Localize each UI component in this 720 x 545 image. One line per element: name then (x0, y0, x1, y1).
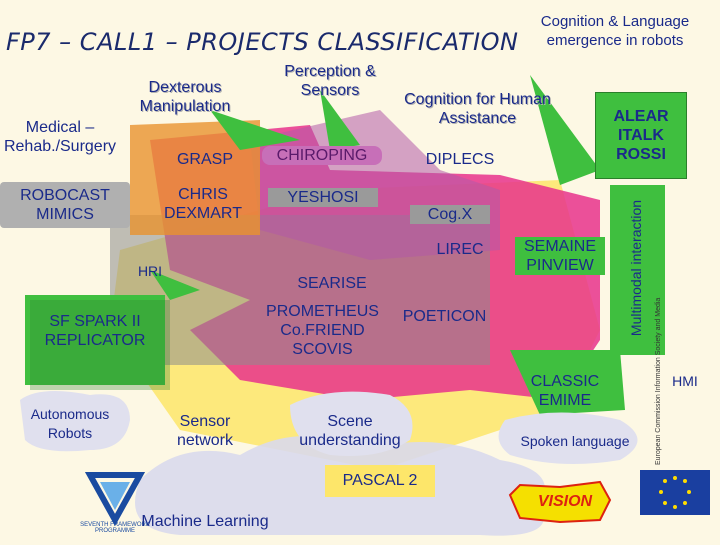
pascal-box (325, 465, 435, 497)
label-spoken-language: Spoken language (520, 433, 630, 449)
project-robocast-mimics: ROBOCAST MIMICS (0, 182, 130, 228)
project-classic-emime: CLASSIC EMIME (530, 373, 600, 409)
project-cogx: Cog.X (410, 205, 490, 224)
project-pascal-2: PASCAL 2 (342, 472, 418, 489)
project-diplecs: DIPLECS (425, 151, 495, 168)
page-title: FP7 – CALL1 – PROJECTS CLASSIFICATION (6, 28, 519, 56)
green-bar (610, 185, 665, 355)
fp7-logo: SEVENTH FRAMEWORK PROGRAMME (80, 470, 150, 540)
project-grasp: GRASP (176, 151, 233, 168)
project-prometheus-cofriend-scovis: PROMETHEUS Co.FRIEND SCOVIS (266, 303, 379, 358)
cloud-autonomous (20, 391, 130, 452)
green-box-sf (25, 295, 165, 385)
sf-shadow (30, 300, 170, 390)
orange-area (130, 120, 260, 235)
label-medical-rehab-surgery: Medical – Rehab./Surgery (3, 119, 117, 155)
label-dexterous-manipulation: Dexterous Manipulation (139, 79, 231, 115)
project-alear-italk-rossi: ALEAR ITALK ROSSI (595, 92, 687, 179)
vision-logo-shape (508, 480, 612, 524)
label-cognition-language-emergence: Cognition & Language emergence in robots (540, 13, 690, 49)
project-lirec: LIREC (436, 241, 484, 258)
project-poeticon: POETICON (402, 308, 487, 325)
label-autonomous-robots: Autonomous Robots (30, 406, 110, 441)
green-callout-cognition (530, 75, 600, 185)
project-chiroping: CHIROPING (262, 146, 382, 165)
label-scene-understanding: Scene understanding (299, 413, 401, 449)
label-cognition-human-assistance: Cognition for Human Assistance (404, 91, 551, 127)
project-sf-spark-replicator: SF SPARK II REPLICATOR (44, 313, 146, 349)
green-callout-perception (320, 90, 360, 150)
label-multimodal-interaction: Multimodal interaction (628, 199, 644, 337)
vision-logo: VISION (537, 493, 593, 510)
cloud-scene (290, 391, 413, 456)
green-callout-dexterous (210, 110, 300, 150)
project-chris-dexmart: CHRIS DEXMART (164, 186, 242, 222)
ec-logo-text: European Commission Information Society … (655, 297, 662, 465)
purple-area (250, 110, 500, 260)
project-yeshosi: YESHOSI (268, 188, 378, 207)
project-searise: SEARISE (297, 275, 367, 292)
label-sensor-network: Sensor network (176, 413, 234, 449)
cloud-spoken (498, 412, 638, 464)
project-semaine-pinview: SEMAINE PINVIEW (515, 237, 605, 275)
label-perception-sensors: Perception & Sensors (284, 63, 376, 99)
label-hmi: HMI (672, 373, 698, 389)
eu-flag (640, 470, 710, 515)
green-callout-hmi (510, 350, 625, 415)
label-hri: HRI (137, 263, 163, 279)
green-callout-hri (150, 270, 200, 300)
label-machine-learning: Machine Learning (141, 513, 269, 530)
fp7-logo-text: SEVENTH FRAMEWORK PROGRAMME (80, 522, 150, 534)
